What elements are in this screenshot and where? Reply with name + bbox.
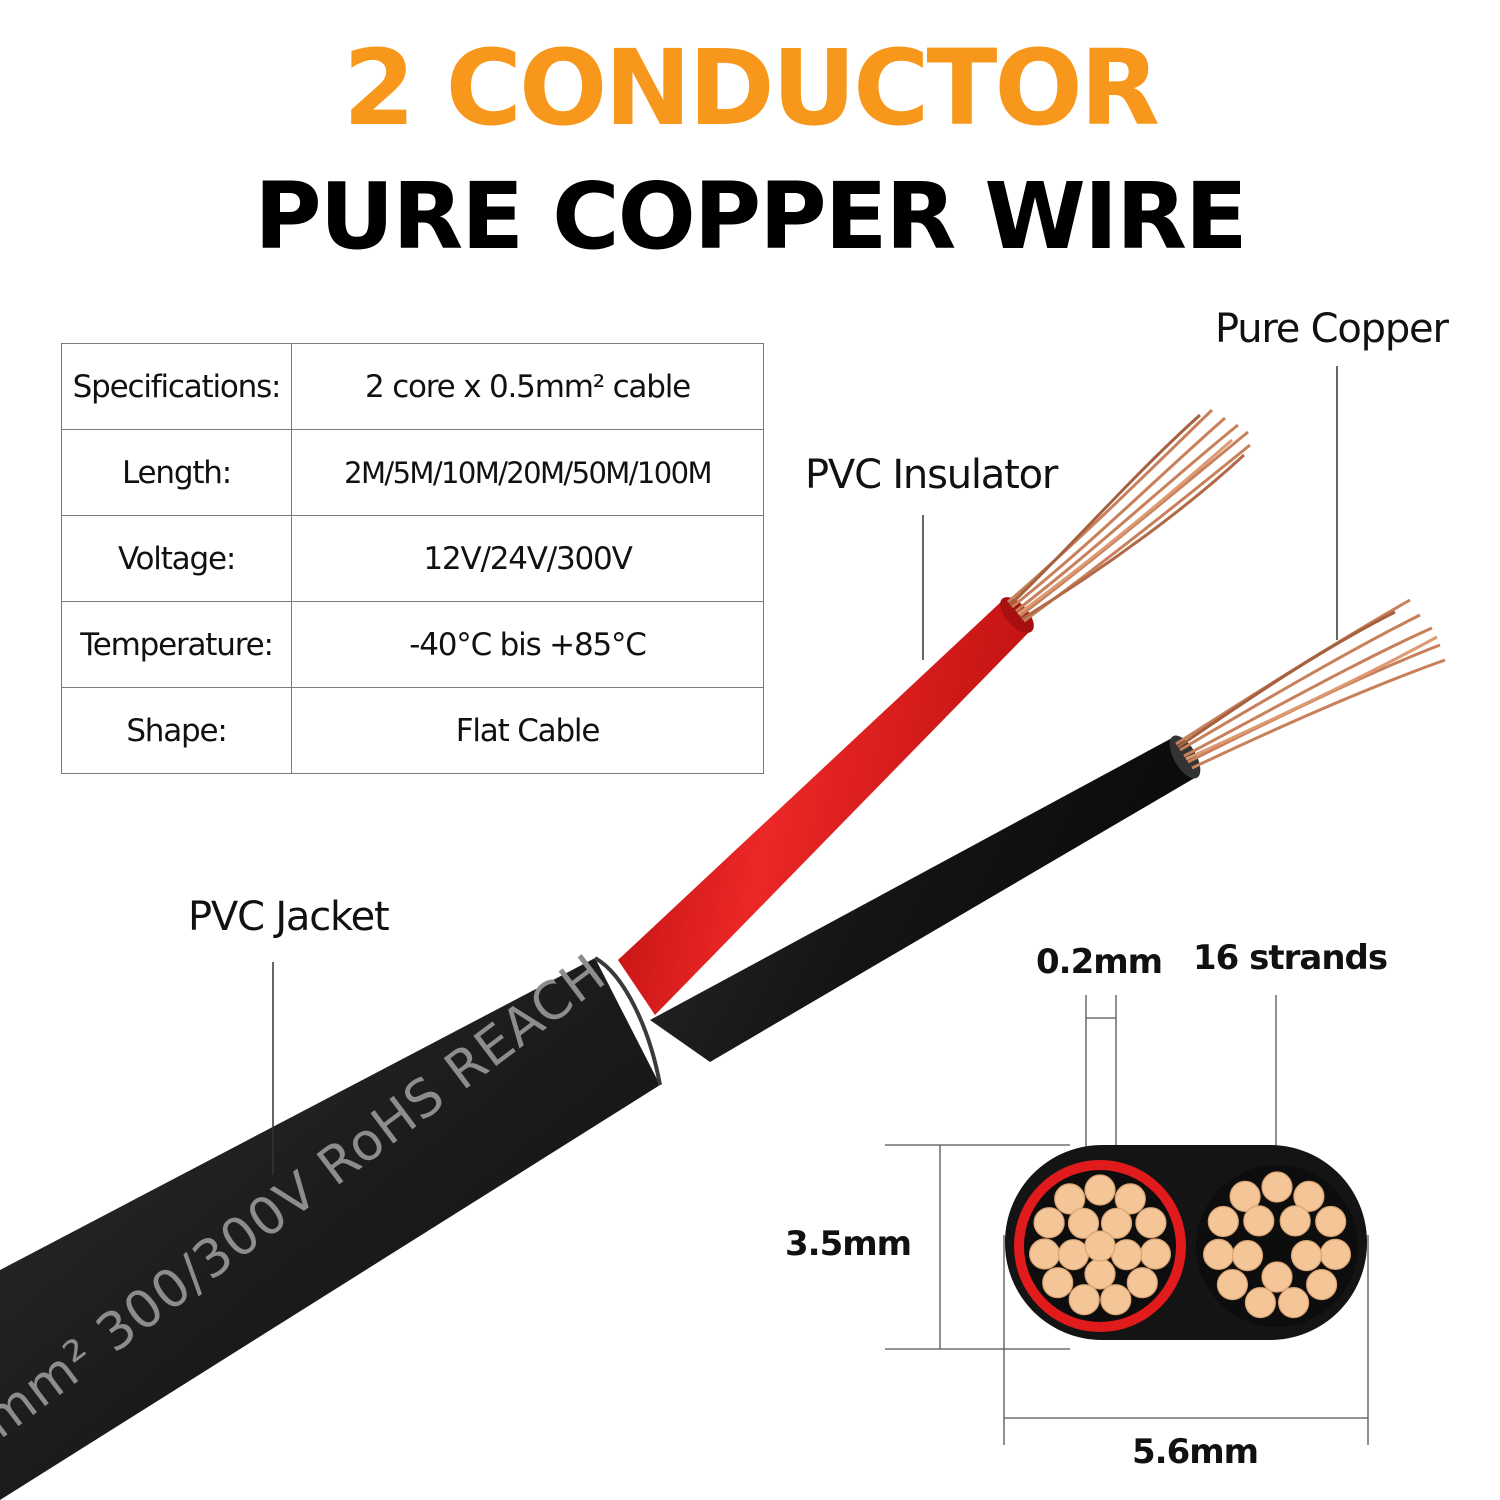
spec-label: Shape:	[61, 687, 292, 774]
spec-value: 2 core x 0.5mm² cable	[291, 343, 764, 430]
title-line-1: 2 CONDUCTOR	[343, 27, 1160, 149]
strand	[1126, 1267, 1158, 1299]
pure-copper-label: Pure Copper	[1215, 306, 1449, 352]
strand	[1135, 1207, 1167, 1239]
strand	[1231, 1239, 1264, 1272]
strand	[1319, 1238, 1352, 1271]
strand	[1229, 1180, 1261, 1213]
strand	[1279, 1205, 1311, 1237]
copper-strands-red	[1007, 408, 1251, 623]
strand	[1315, 1205, 1347, 1238]
strand	[1244, 1286, 1277, 1319]
strand	[1084, 1230, 1116, 1262]
strand	[1207, 1205, 1239, 1238]
spec-table: Specifications: 2 core x 0.5mm² cable Le…	[61, 343, 764, 774]
strand	[1042, 1267, 1074, 1299]
spec-label: Length:	[61, 429, 292, 516]
spec-row-specifications: Specifications: 2 core x 0.5mm² cable	[61, 343, 764, 430]
strand-count-label: 16 strands	[1193, 938, 1388, 978]
title-line-2: PURE COPPER WIRE	[254, 163, 1248, 270]
strand	[1057, 1239, 1090, 1271]
strand	[1100, 1284, 1132, 1316]
strand	[1261, 1261, 1293, 1293]
cross-section	[1005, 1145, 1367, 1340]
strand	[1110, 1239, 1143, 1271]
strand	[1261, 1171, 1293, 1203]
width-dimension-label: 5.6mm	[1132, 1432, 1259, 1472]
strand	[1054, 1183, 1086, 1215]
height-dimension-label: 3.5mm	[785, 1224, 912, 1264]
strand	[1216, 1268, 1249, 1301]
strand	[1084, 1174, 1116, 1206]
strand	[1084, 1258, 1116, 1290]
dimension-lines	[885, 995, 1369, 1445]
pvc-jacket-label: PVC Jacket	[188, 894, 390, 940]
spec-value: Flat Cable	[291, 687, 764, 774]
strand	[1033, 1207, 1065, 1239]
strand	[1202, 1238, 1235, 1271]
copper-strands-black	[1175, 598, 1446, 770]
spec-label: Specifications:	[61, 343, 292, 430]
red-conductor	[618, 597, 1034, 1015]
strand	[1305, 1268, 1338, 1301]
strand	[1068, 1284, 1100, 1316]
spec-row-shape: Shape: Flat Cable	[61, 687, 764, 774]
strand	[1100, 1207, 1133, 1239]
pvc-insulator-label: PVC Insulator	[805, 452, 1058, 498]
spec-label: Voltage:	[61, 515, 292, 602]
strand	[1243, 1205, 1275, 1237]
strand	[1277, 1286, 1310, 1319]
strands-right	[1202, 1171, 1352, 1319]
strand	[1139, 1238, 1172, 1270]
strand-diameter-label: 0.2mm	[1036, 942, 1163, 982]
strand	[1067, 1207, 1100, 1239]
pvc-jacket	[0, 956, 662, 1500]
strand	[1290, 1239, 1323, 1272]
spec-value: -40°C bis +85°C	[291, 601, 764, 688]
strand	[1114, 1183, 1146, 1215]
spec-row-temperature: Temperature: -40°C bis +85°C	[61, 601, 764, 688]
spec-value: 12V/24V/300V	[291, 515, 764, 602]
cable-print-text: mm² 300/300V RoHS REACH	[0, 943, 617, 1450]
strands-left	[1028, 1174, 1172, 1316]
strand	[1028, 1238, 1061, 1270]
spec-row-voltage: Voltage: 12V/24V/300V	[61, 515, 764, 602]
strand	[1293, 1180, 1325, 1213]
